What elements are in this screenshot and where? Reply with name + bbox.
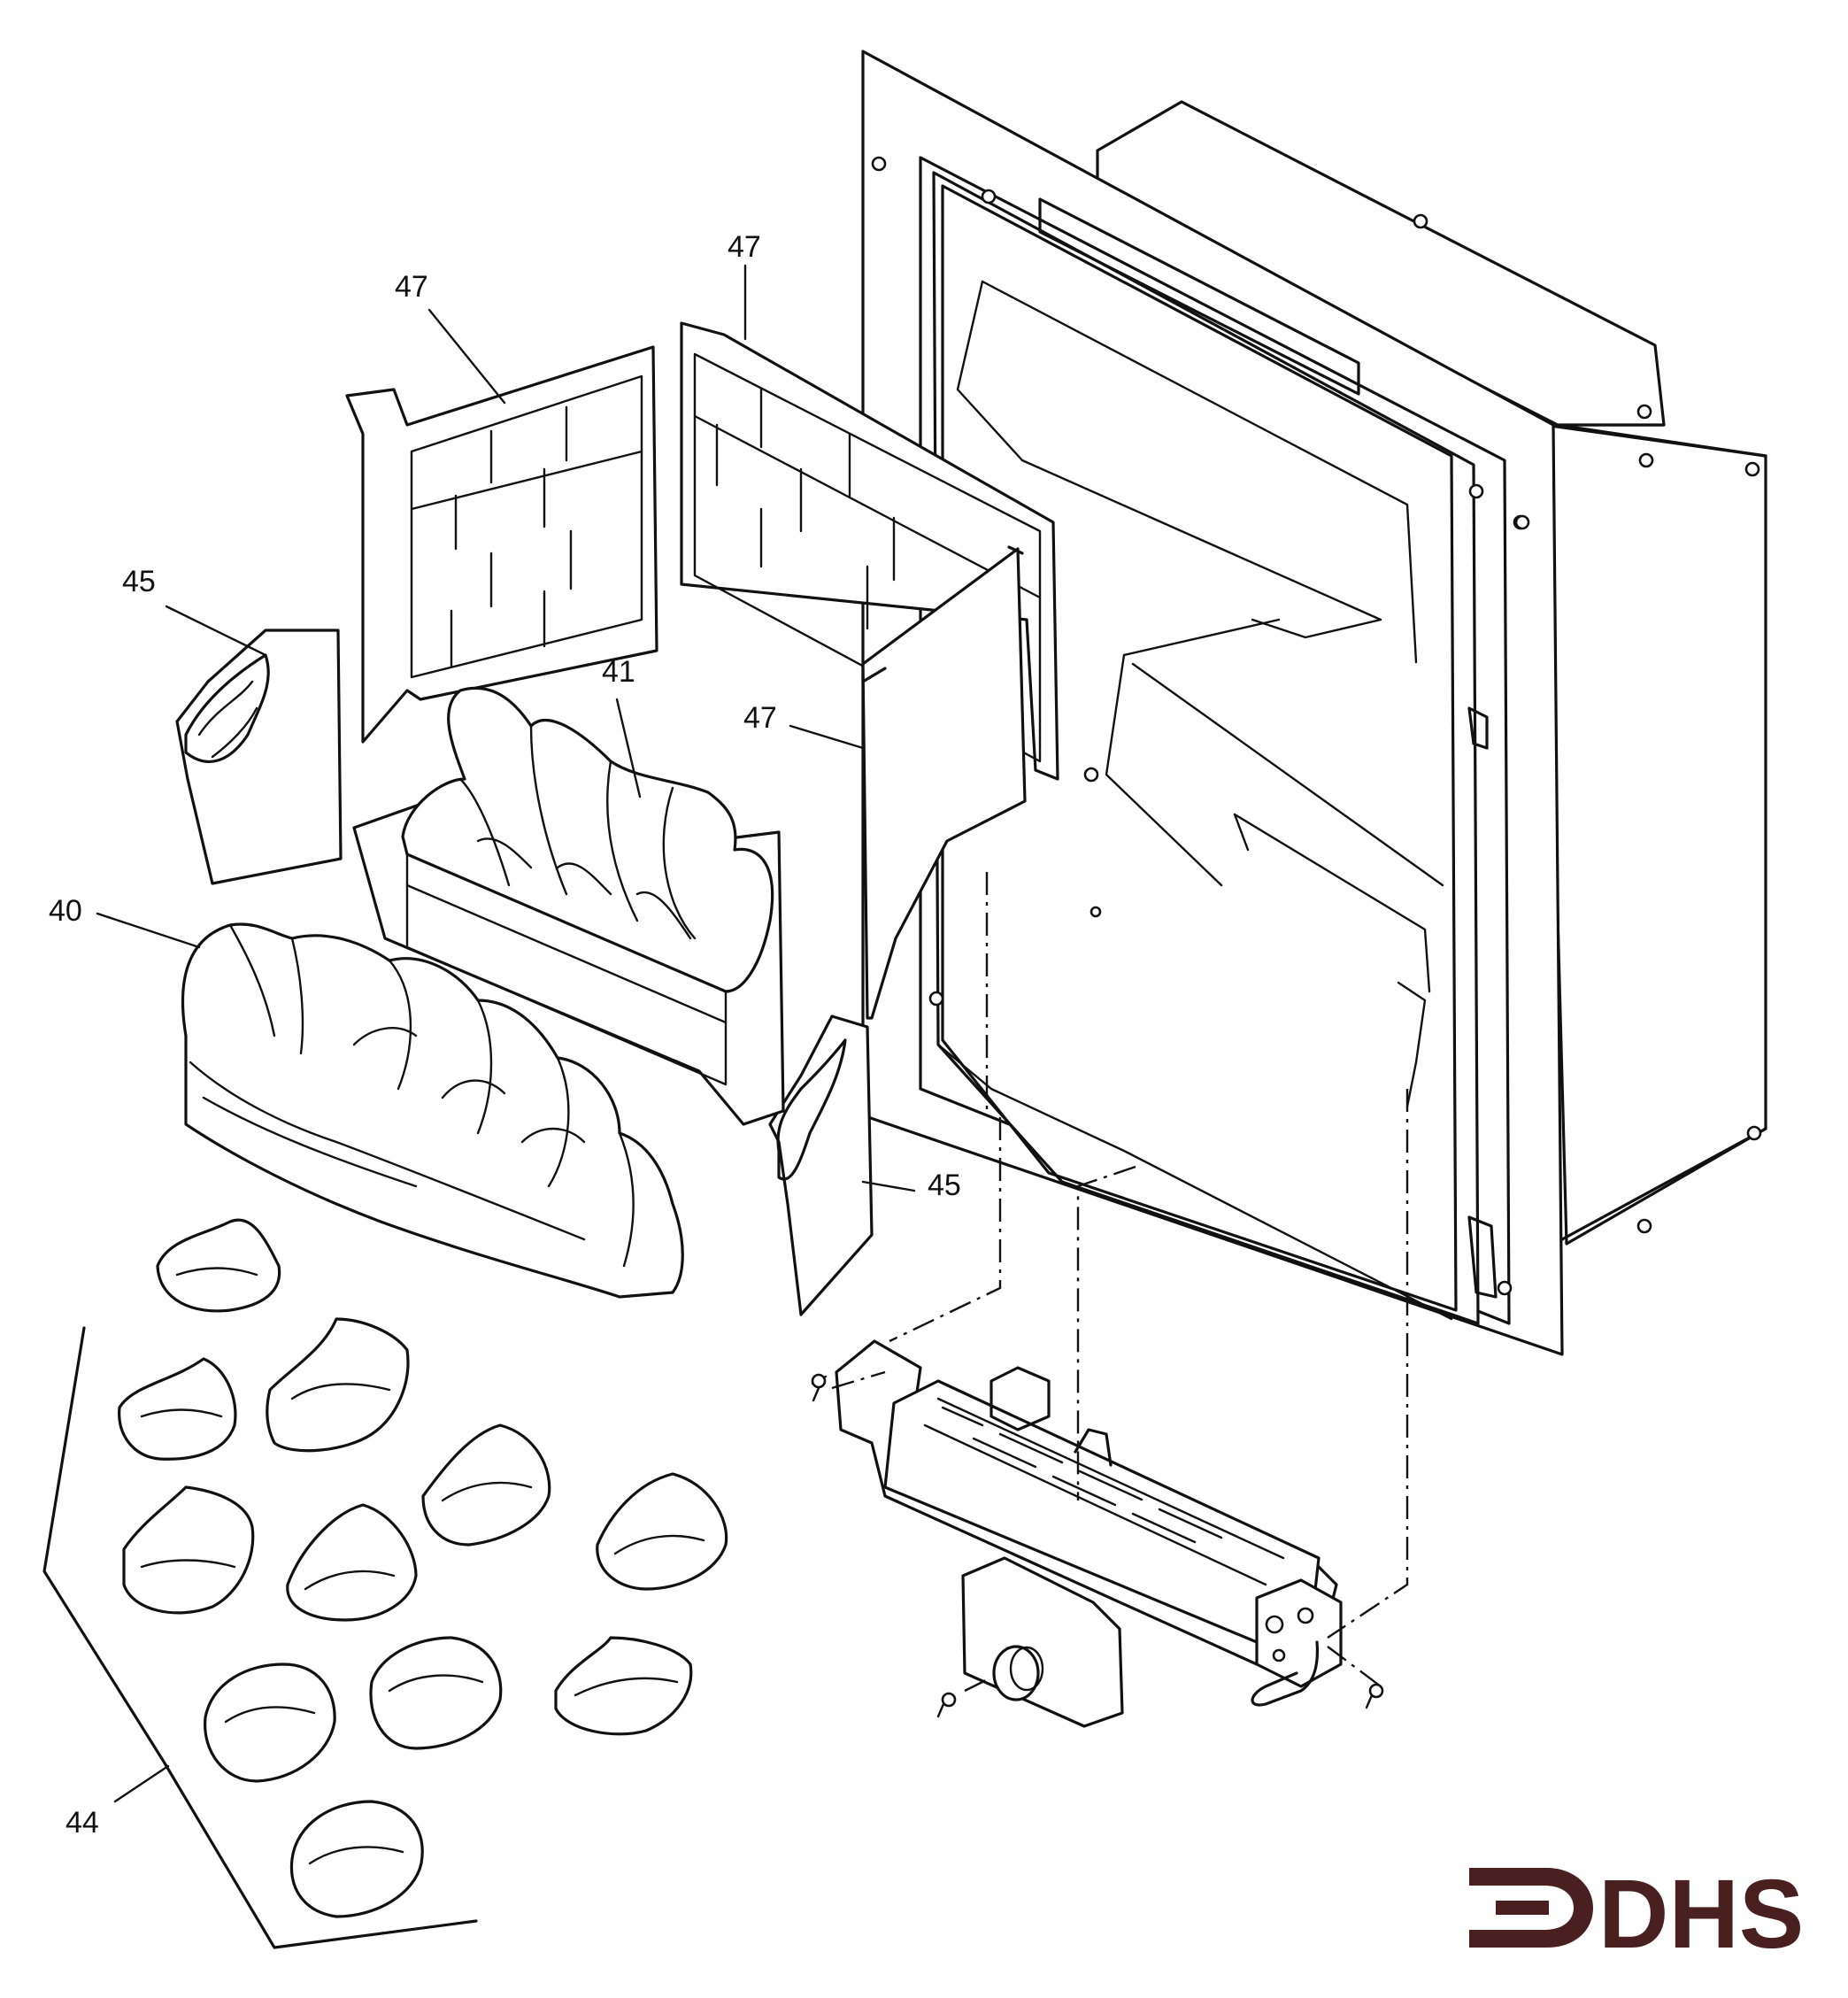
part-labels: 47 47 47 45 45 41 40 44 [49, 230, 961, 1840]
label-47-back-panel: 47 [728, 230, 761, 264]
firebox-side-panel [1543, 423, 1767, 1246]
label-47-left-panel: 47 [395, 270, 428, 304]
label-44-embers: 44 [65, 1806, 99, 1840]
dhs-logo: DHS [1469, 1860, 1804, 1969]
control-knob[interactable] [992, 1645, 1040, 1701]
ember-stones [42, 1218, 728, 1949]
firebox-assembly [861, 50, 1767, 1356]
label-40-front-log: 40 [49, 894, 82, 928]
logo-text: DHS [1598, 1860, 1804, 1969]
side-log-right [768, 1014, 874, 1316]
burner-ports [941, 1406, 1223, 1544]
brick-panel-left [345, 345, 658, 744]
frame-screws [871, 156, 1762, 1296]
brick-panel-back [680, 321, 1059, 781]
label-41-log-assembly: 41 [602, 655, 635, 689]
burner-assembly [811, 1339, 1384, 1728]
brick-panel-side [861, 545, 1027, 1020]
callout-leaders [96, 264, 916, 1803]
inner-liner [932, 171, 1480, 1325]
label-45-right-log: 45 [928, 1169, 961, 1202]
front-log [181, 922, 684, 1299]
assembly-guide-lines [831, 872, 1409, 1693]
log-assembly [352, 686, 785, 1126]
label-47-side-panel: 47 [743, 701, 777, 735]
ember-group-bracket [42, 1326, 478, 1949]
label-45-left-log: 45 [122, 565, 156, 598]
logo-mark [1469, 1868, 1593, 1948]
side-log-left [175, 629, 343, 885]
